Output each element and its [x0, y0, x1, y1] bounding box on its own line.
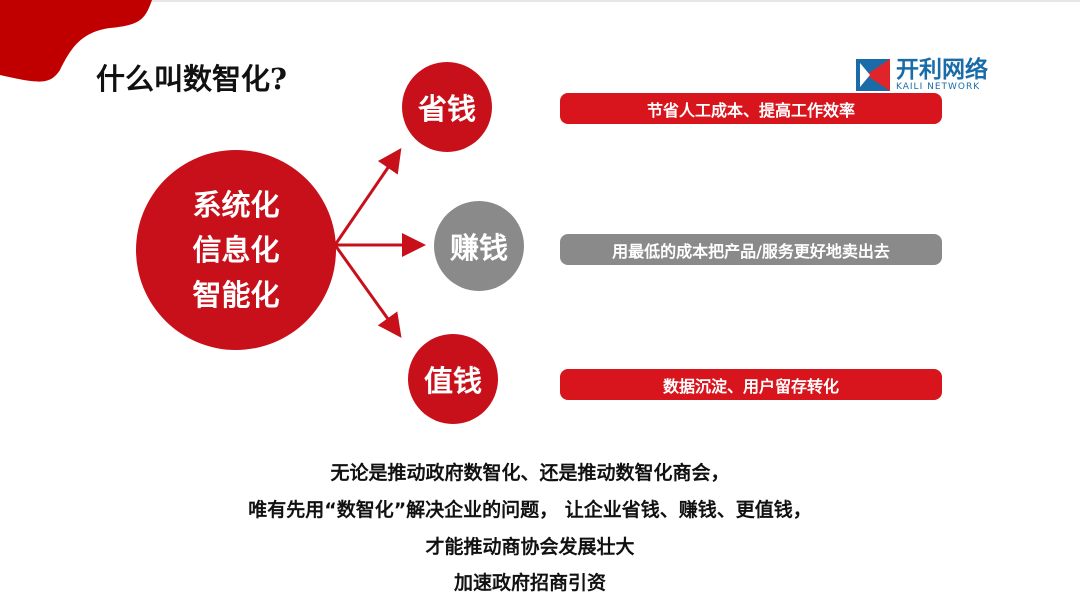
- bottom-line: 无论是推动政府数智化、还是推动数智化商会，: [330, 462, 730, 484]
- arrow-up: [333, 148, 402, 246]
- branch-save-circle: 省钱: [402, 62, 492, 152]
- center-circle: 系统化 信息化 智能化: [136, 150, 336, 350]
- branch-value-circle: 值钱: [408, 334, 498, 424]
- logo-name: 开利网络: [896, 57, 988, 83]
- branch-earn-circle: 赚钱: [434, 201, 524, 291]
- center-line: 信息化: [192, 232, 280, 267]
- logo-mark-icon: [856, 59, 890, 91]
- arrow-down: [333, 244, 402, 338]
- bottom-line: 加速政府招商引资: [453, 572, 606, 594]
- center-line: 智能化: [192, 277, 280, 312]
- branch-value-desc: 数据沉淀、用户留存转化: [560, 369, 942, 400]
- bottom-line: 才能推动商协会发展壮大: [425, 536, 635, 558]
- logo: 开利网络 KAILI NETWORK: [856, 58, 988, 92]
- top-border: [0, 0, 1080, 2]
- corner-decoration: [0, 0, 152, 82]
- branch-earn-desc: 用最低的成本把产品/服务更好地卖出去: [560, 234, 942, 265]
- center-line: 系统化: [192, 187, 280, 222]
- page-title: 什么叫数智化?: [96, 62, 287, 96]
- logo-sub: KAILI NETWORK: [896, 82, 981, 92]
- bottom-line: 唯有先用“数智化”解决企业的问题， 让企业省钱、赚钱、更值钱，: [248, 499, 812, 521]
- branch-save-desc: 节省人工成本、提高工作效率: [560, 93, 942, 124]
